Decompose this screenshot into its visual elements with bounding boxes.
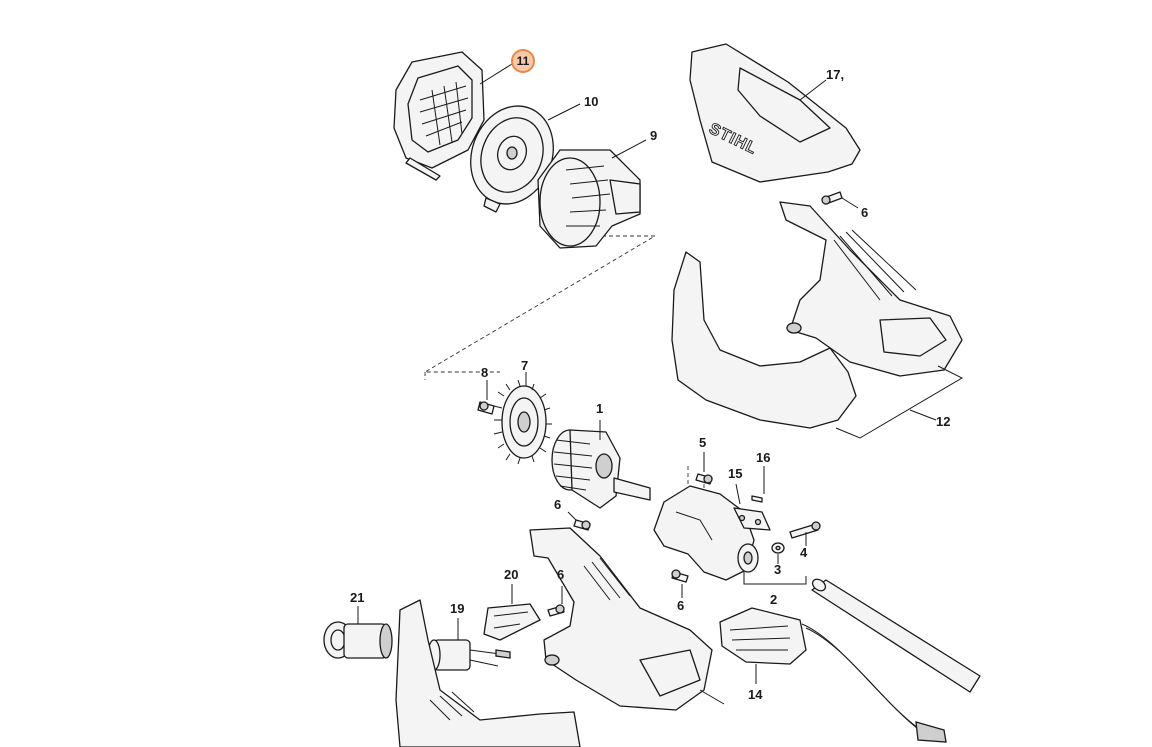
part-21-contact-ring[interactable] [323, 621, 393, 659]
part-11-grille-cover[interactable] [393, 51, 485, 181]
callout-1[interactable]: 1 [596, 401, 604, 416]
gear-housing[interactable] [653, 485, 759, 581]
callout-20[interactable]: 20 [504, 567, 519, 582]
part-19-socket[interactable] [427, 639, 511, 671]
housing-half-left[interactable] [529, 527, 713, 711]
leader-11 [479, 63, 513, 85]
callout-15[interactable]: 15 [728, 466, 743, 481]
callout-3[interactable]: 3 [774, 562, 782, 577]
callout-9[interactable]: 9 [650, 128, 658, 143]
leader-10 [547, 103, 581, 121]
callout-5[interactable]: 5 [699, 435, 707, 450]
callout-6-upper[interactable]: 6 [861, 205, 869, 220]
part-1-motor-armature[interactable] [551, 429, 651, 509]
leader-6-mid [567, 511, 577, 521]
part-20-clip[interactable] [483, 603, 541, 641]
callout-19[interactable]: 19 [450, 601, 465, 616]
callout-2[interactable]: 2 [770, 592, 778, 607]
leader-9 [611, 139, 647, 159]
callout-14[interactable]: 14 [748, 687, 763, 702]
callout-17[interactable]: 17, [826, 67, 845, 82]
part-6-screw-upper[interactable] [821, 191, 843, 205]
part-5-screw[interactable] [695, 473, 713, 485]
part-6-screw-left[interactable] [547, 604, 565, 617]
part-8-screw[interactable] [477, 401, 495, 415]
assembly-line-upper [423, 235, 657, 373]
part-7-fan-wheel[interactable] [493, 379, 552, 465]
leader-17 [799, 79, 827, 101]
callout-4[interactable]: 4 [800, 545, 808, 560]
leader-2 [743, 572, 807, 585]
part-6-screw-mid[interactable] [573, 519, 591, 531]
leader-housing [699, 689, 725, 705]
callout-6-left[interactable]: 6 [557, 567, 565, 582]
callout-7[interactable]: 7 [521, 358, 529, 373]
part-6-screw-lower[interactable] [671, 569, 689, 583]
callout-21[interactable]: 21 [350, 590, 365, 605]
part-15-bracket[interactable] [733, 507, 771, 531]
part-14-switch-cable[interactable] [719, 607, 947, 743]
callout-16[interactable]: 16 [756, 450, 771, 465]
part-16-screw[interactable] [751, 495, 763, 503]
leader-12-bracket [835, 365, 964, 439]
callout-8[interactable]: 8 [481, 365, 489, 380]
callout-12[interactable]: 12 [936, 414, 951, 429]
callout-11[interactable]: 11 [511, 49, 535, 73]
housing-lower-left[interactable] [395, 599, 581, 747]
leader-15 [735, 483, 741, 505]
callout-6-mid[interactable]: 6 [554, 497, 562, 512]
part-4-long-screw[interactable] [789, 521, 821, 539]
callout-6-lower[interactable]: 6 [677, 598, 685, 613]
leader-12 [909, 409, 937, 421]
part-17-top-cover[interactable]: STIHL [689, 43, 861, 183]
part-9-fan-housing[interactable] [537, 149, 641, 249]
leader-6-upper [841, 197, 859, 209]
drive-shaft-tube[interactable] [810, 577, 981, 693]
part-3-washer[interactable] [771, 542, 785, 554]
callout-10[interactable]: 10 [584, 94, 599, 109]
part-12-housing-half-right[interactable] [671, 201, 963, 429]
